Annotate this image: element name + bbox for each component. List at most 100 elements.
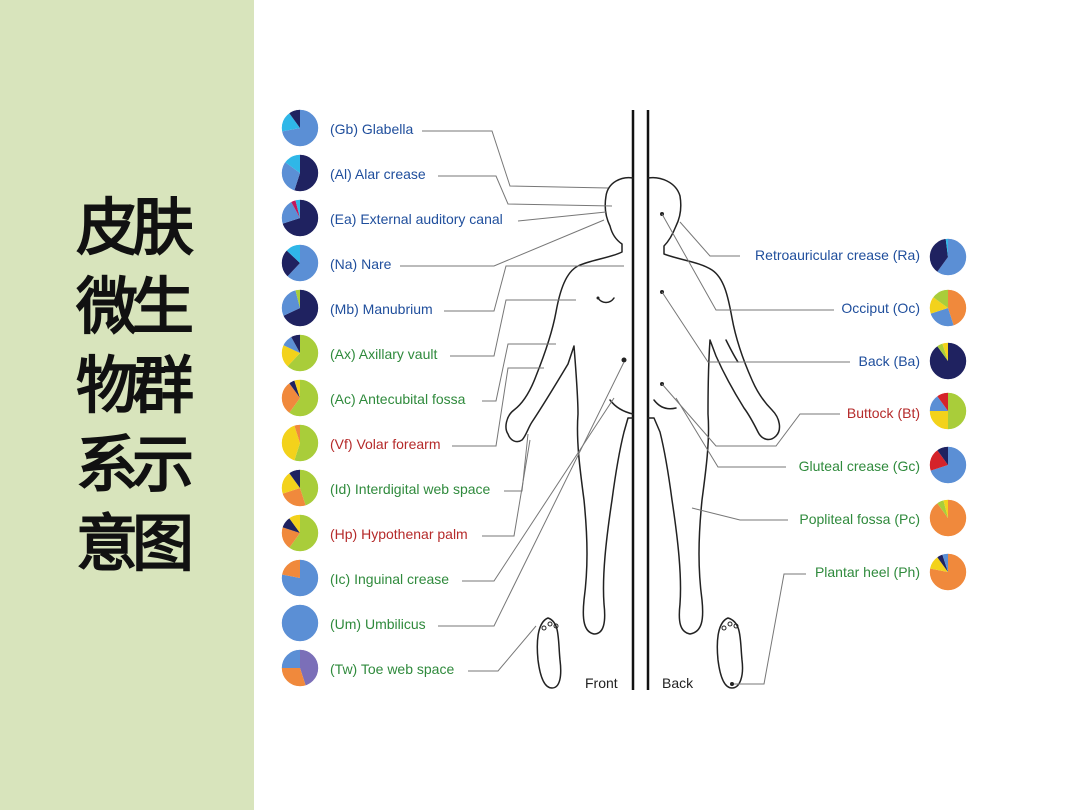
title-char: 意 xyxy=(75,507,138,580)
site-label-back: Back (Ba) xyxy=(859,353,920,369)
site-label-umbilicus: (Um) Umbilicus xyxy=(330,616,426,632)
pie-slice xyxy=(281,113,300,132)
pie-alar-crease xyxy=(281,154,319,192)
pie-outline xyxy=(929,342,967,380)
pie-slice xyxy=(283,336,300,353)
pie-occiput xyxy=(929,289,967,327)
site-antecubital-fossa: (Ac) Antecubital fossa xyxy=(281,343,556,417)
pie-slice xyxy=(281,604,319,642)
leader-external-auditory-canal xyxy=(517,211,607,222)
pie-gluteal-crease xyxy=(929,446,967,484)
title-char: 群 xyxy=(131,349,194,422)
site-label-glabella: (Gb) Glabella xyxy=(330,121,413,137)
site-gluteal-crease: Gluteal crease (Gc) xyxy=(675,397,967,484)
leader-axillary-vault xyxy=(450,299,576,357)
pie-slice xyxy=(281,649,300,668)
pie-outline xyxy=(281,649,319,687)
leader-retroauricular-crease xyxy=(679,221,740,257)
pie-slice xyxy=(942,553,948,572)
site-label-alar-crease: (Al) Alar crease xyxy=(330,166,426,182)
site-back: Back (Ba) xyxy=(661,291,967,380)
pie-outline xyxy=(281,514,319,552)
site-label-volar-forearm: (Vf) Volar forearm xyxy=(330,436,440,452)
pie-slice xyxy=(294,424,319,462)
pie-popliteal-fossa xyxy=(929,499,967,537)
pie-outline xyxy=(281,154,319,192)
pie-slice xyxy=(295,199,300,218)
pie-hypothenar-palm xyxy=(281,514,319,552)
site-plantar-heel: Plantar heel (Ph) xyxy=(734,553,967,685)
site-manubrium: (Mb) Manubrium xyxy=(281,265,624,327)
site-occiput: Occiput (Oc) xyxy=(661,213,967,327)
pie-buttock xyxy=(929,392,967,430)
site-popliteal-fossa: Popliteal fossa (Pc) xyxy=(691,499,967,537)
pie-axillary-vault xyxy=(281,334,319,372)
title-char: 肤 xyxy=(131,191,194,264)
pie-slice xyxy=(282,518,300,533)
pie-slice xyxy=(287,244,319,282)
pie-slice xyxy=(929,557,948,572)
pie-slice xyxy=(289,380,300,398)
pie-slice xyxy=(281,527,300,548)
pie-slice xyxy=(930,308,954,327)
pie-slice xyxy=(281,109,319,147)
title-char: 生 xyxy=(131,270,194,343)
site-label-plantar-heel: Plantar heel (Ph) xyxy=(815,564,920,580)
site-external-auditory-canal: (Ea) External auditory canal xyxy=(281,199,607,237)
leader-occiput xyxy=(661,213,834,311)
title-char: 皮 xyxy=(75,191,138,264)
leader-plantar-heel xyxy=(734,573,806,685)
title-char: 图 xyxy=(131,507,194,580)
pie-slice xyxy=(289,469,300,488)
pie-manubrium xyxy=(281,289,319,327)
pie-slice xyxy=(933,289,948,308)
title-char: 微 xyxy=(75,270,138,343)
pie-retroauricular-crease xyxy=(929,238,967,276)
leader-alar-crease xyxy=(438,175,613,207)
pie-slice xyxy=(937,392,948,411)
pie-slice xyxy=(300,469,319,506)
pie-slice xyxy=(286,244,300,263)
pie-slice xyxy=(287,334,319,372)
pie-slice xyxy=(285,154,300,173)
site-volar-forearm: (Vf) Volar forearm xyxy=(281,367,544,462)
site-label-manubrium: (Mb) Manubrium xyxy=(330,301,433,317)
back-sites: Retroauricular crease (Ra) Occiput (Oc) … xyxy=(661,213,967,685)
pie-outline xyxy=(929,446,967,484)
title-char: 系 xyxy=(75,428,138,501)
pie-slice xyxy=(289,514,300,533)
leader-nare xyxy=(400,219,605,267)
pie-outline xyxy=(929,553,967,591)
pie-outline xyxy=(281,334,319,372)
pie-slice xyxy=(945,238,948,257)
title-char: 示 xyxy=(131,428,194,501)
site-axillary-vault: (Ax) Axillary vault xyxy=(281,299,576,372)
back-view-label: Back xyxy=(662,675,694,691)
title-column-2: 肤 生 群 示 图 xyxy=(128,188,198,583)
title-char: 物 xyxy=(75,349,138,422)
pie-slice xyxy=(929,499,967,537)
pie-slice xyxy=(282,488,306,507)
leader-toe-web-space xyxy=(468,625,537,672)
leader-hypothenar-palm xyxy=(482,439,531,537)
pie-slice xyxy=(937,554,948,572)
pie-slice xyxy=(289,514,319,552)
pie-outline xyxy=(281,244,319,282)
leader-glabella xyxy=(422,130,609,189)
front-body-figure xyxy=(505,176,634,635)
pie-glabella xyxy=(281,109,319,147)
pie-umbilicus xyxy=(281,604,319,642)
pie-slice xyxy=(282,199,319,237)
site-label-occiput: Occiput (Oc) xyxy=(841,300,920,316)
pie-slice xyxy=(291,334,300,353)
pie-slice xyxy=(281,290,300,316)
site-label-inguinal-crease: (Ic) Inguinal crease xyxy=(330,571,449,587)
pie-slice xyxy=(929,450,948,471)
pie-slice xyxy=(929,553,967,591)
pie-antecubital-fossa xyxy=(281,379,319,417)
pie-slice xyxy=(295,289,300,308)
pie-nare xyxy=(281,244,319,282)
pie-slice xyxy=(281,250,300,277)
site-label-gluteal-crease: Gluteal crease (Gc) xyxy=(799,458,920,474)
leader-volar-forearm xyxy=(452,367,544,447)
